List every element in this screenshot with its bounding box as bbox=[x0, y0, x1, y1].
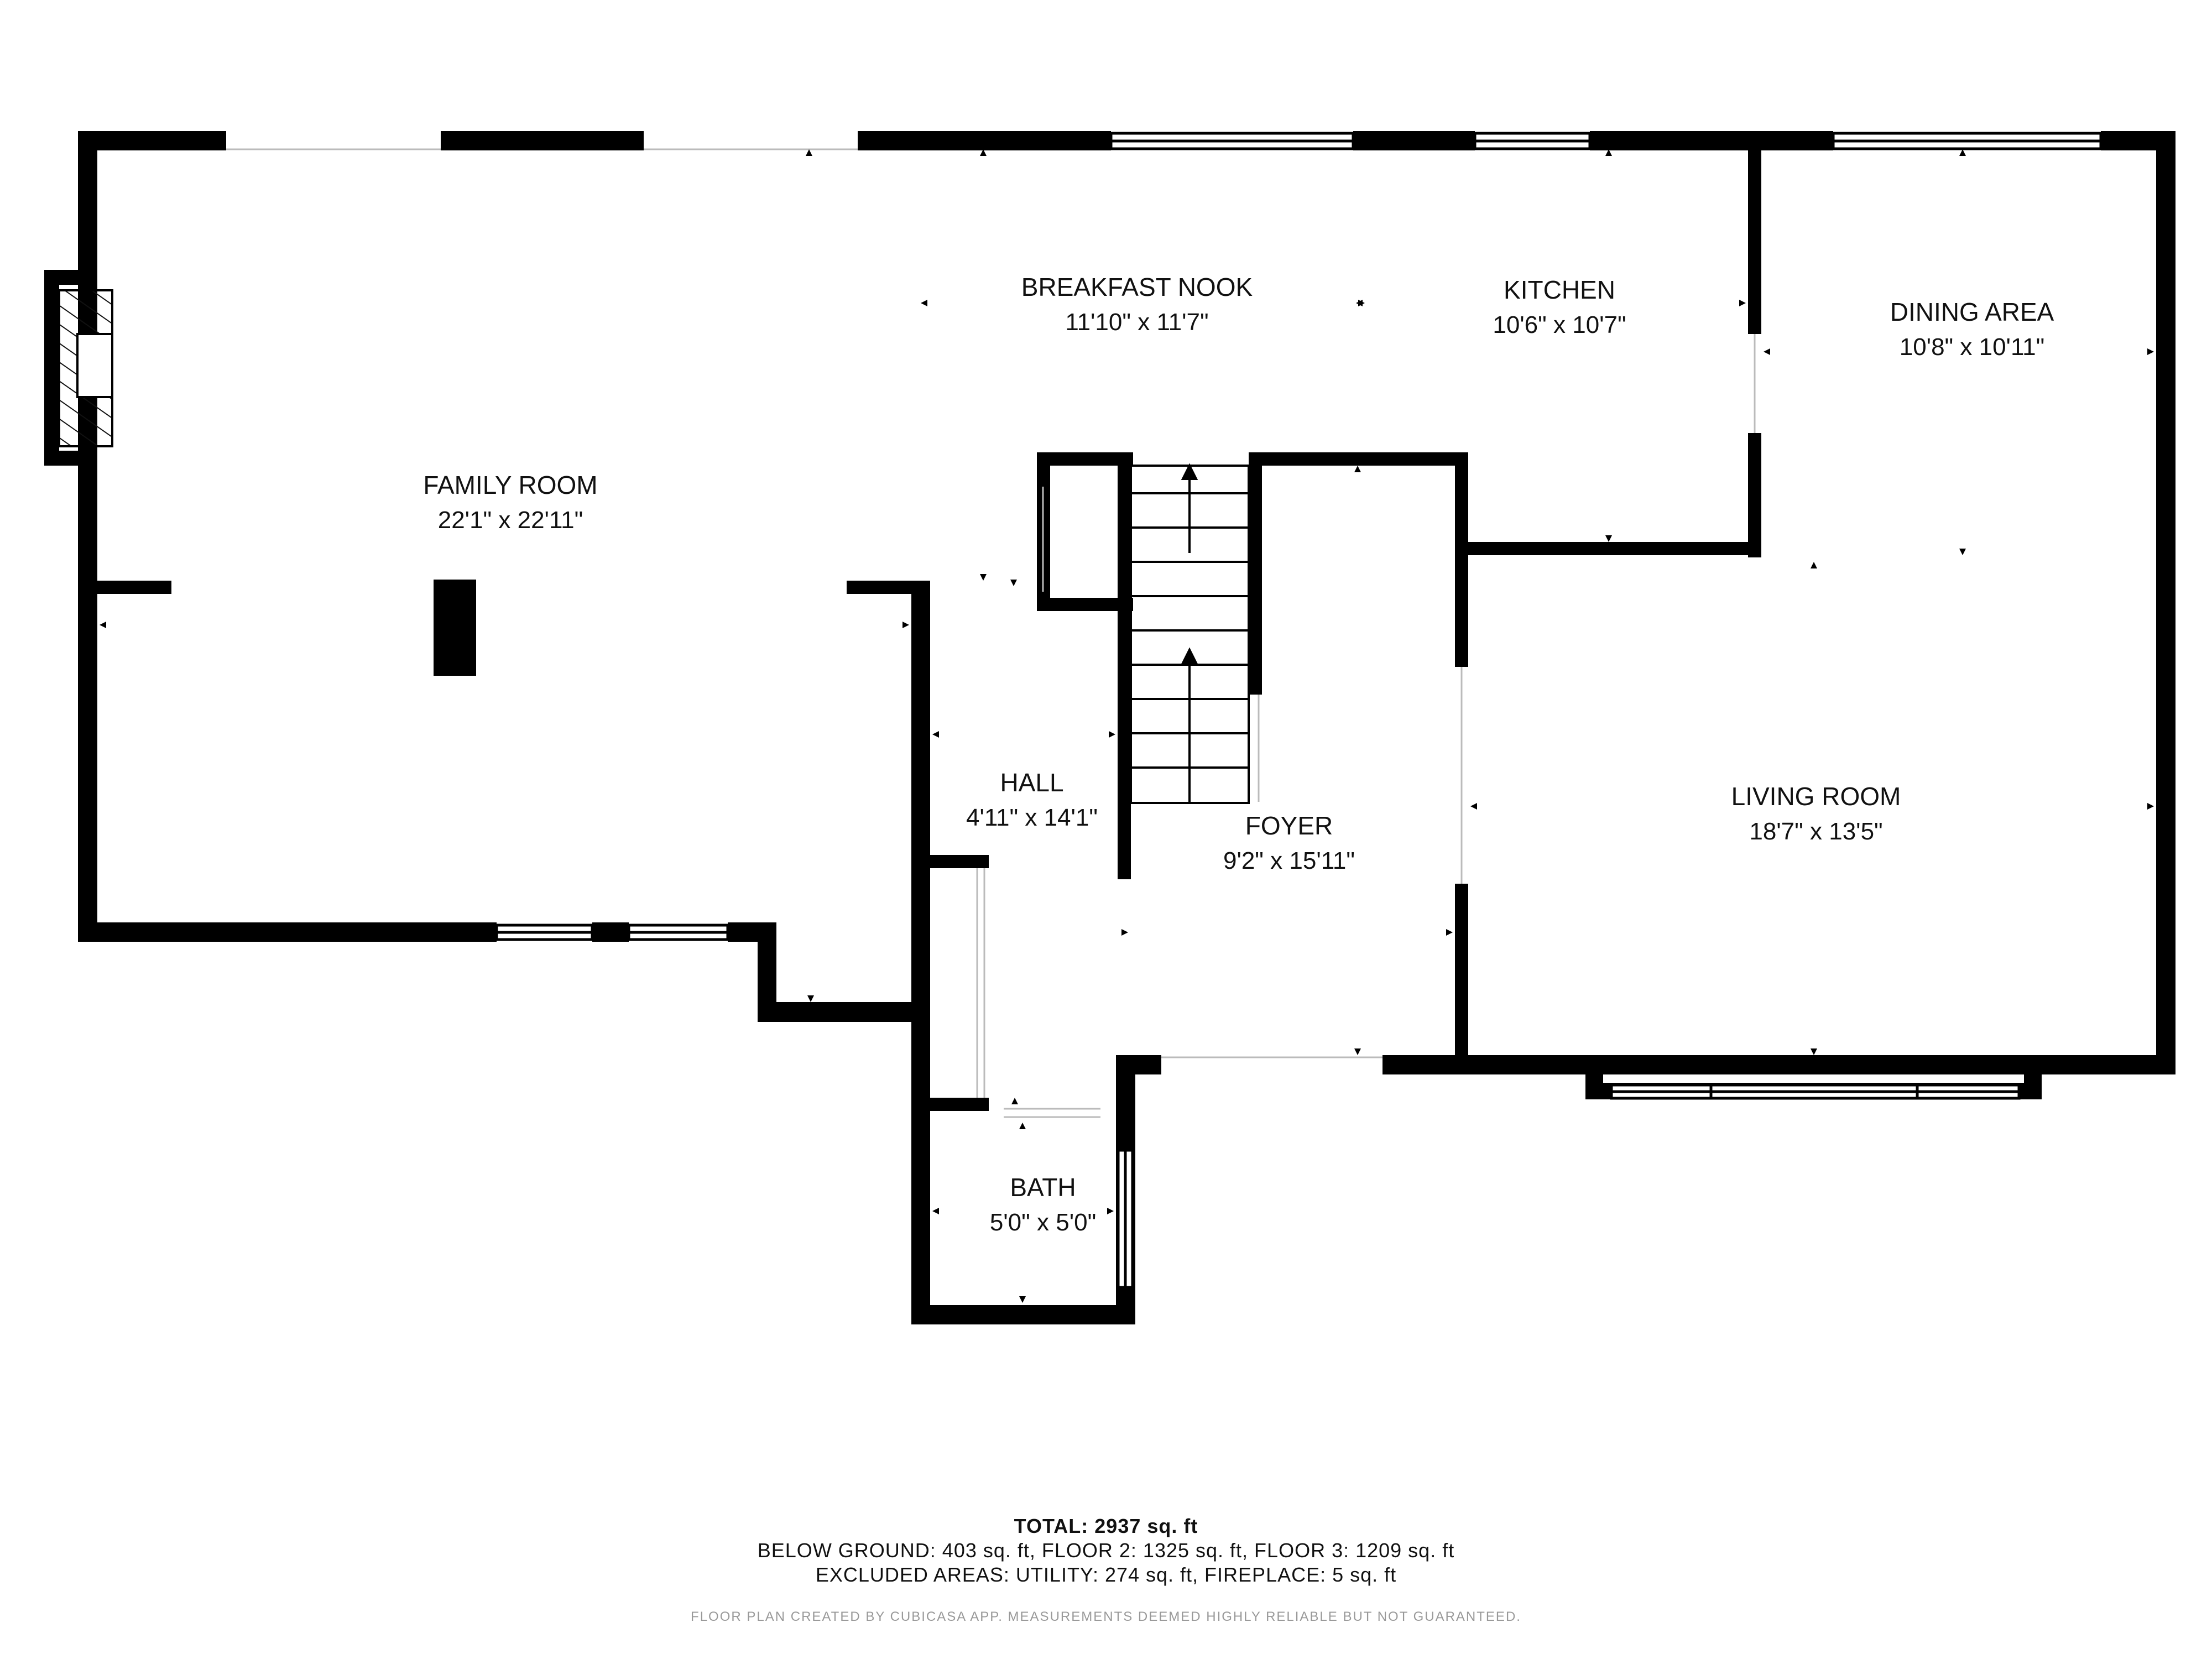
total-value: 2937 sq. ft bbox=[1094, 1515, 1198, 1537]
room-dims-dining-area: 10'8" x 10'11" bbox=[1900, 333, 2045, 361]
room-name-foyer: FOYER bbox=[1245, 811, 1333, 840]
total-line: TOTAL: 2937 sq. ft bbox=[0, 1514, 2212, 1538]
interior-walls bbox=[97, 145, 1761, 1111]
door-openings bbox=[226, 148, 1756, 1118]
area-summary: TOTAL: 2937 sq. ft BELOW GROUND: 403 sq.… bbox=[0, 1514, 2212, 1587]
room-labels: FAMILY ROOM 22'1" x 22'11" BREAKFAST NOO… bbox=[423, 273, 2054, 1236]
total-label: TOTAL: bbox=[1014, 1515, 1089, 1537]
disclaimer: FLOOR PLAN CREATED BY CUBICASA APP. MEAS… bbox=[691, 1609, 1521, 1624]
dimension-markers bbox=[100, 149, 2154, 1303]
room-name-living-room: LIVING ROOM bbox=[1731, 782, 1901, 811]
staircase bbox=[1130, 463, 1250, 804]
room-dims-family-room: 22'1" x 22'11" bbox=[438, 507, 583, 534]
room-dims-kitchen: 10'6" x 10'7" bbox=[1493, 311, 1626, 338]
room-name-hall: HALL bbox=[1000, 768, 1063, 797]
room-dims-foyer: 9'2" x 15'11" bbox=[1223, 847, 1355, 874]
room-dims-breakfast-nook: 11'10" x 11'7" bbox=[1065, 309, 1208, 336]
room-dims-living-room: 18'7" x 13'5" bbox=[1749, 818, 1882, 845]
windows bbox=[495, 132, 2103, 1289]
room-name-kitchen: KITCHEN bbox=[1504, 275, 1615, 304]
floor-breakdown: BELOW GROUND: 403 sq. ft, FLOOR 2: 1325 … bbox=[757, 1539, 1455, 1562]
room-dims-bath: 5'0" x 5'0" bbox=[990, 1209, 1096, 1236]
room-name-dining-area: DINING AREA bbox=[1890, 298, 2054, 326]
fireplace bbox=[58, 289, 113, 447]
room-dims-hall: 4'11" x 14'1" bbox=[966, 804, 1098, 831]
room-name-family-room: FAMILY ROOM bbox=[423, 471, 597, 499]
room-name-breakfast-nook: BREAKFAST NOOK bbox=[1021, 273, 1253, 301]
excluded-areas: EXCLUDED AREAS: UTILITY: 274 sq. ft, FIR… bbox=[815, 1563, 1397, 1586]
room-name-bath: BATH bbox=[1010, 1173, 1076, 1202]
